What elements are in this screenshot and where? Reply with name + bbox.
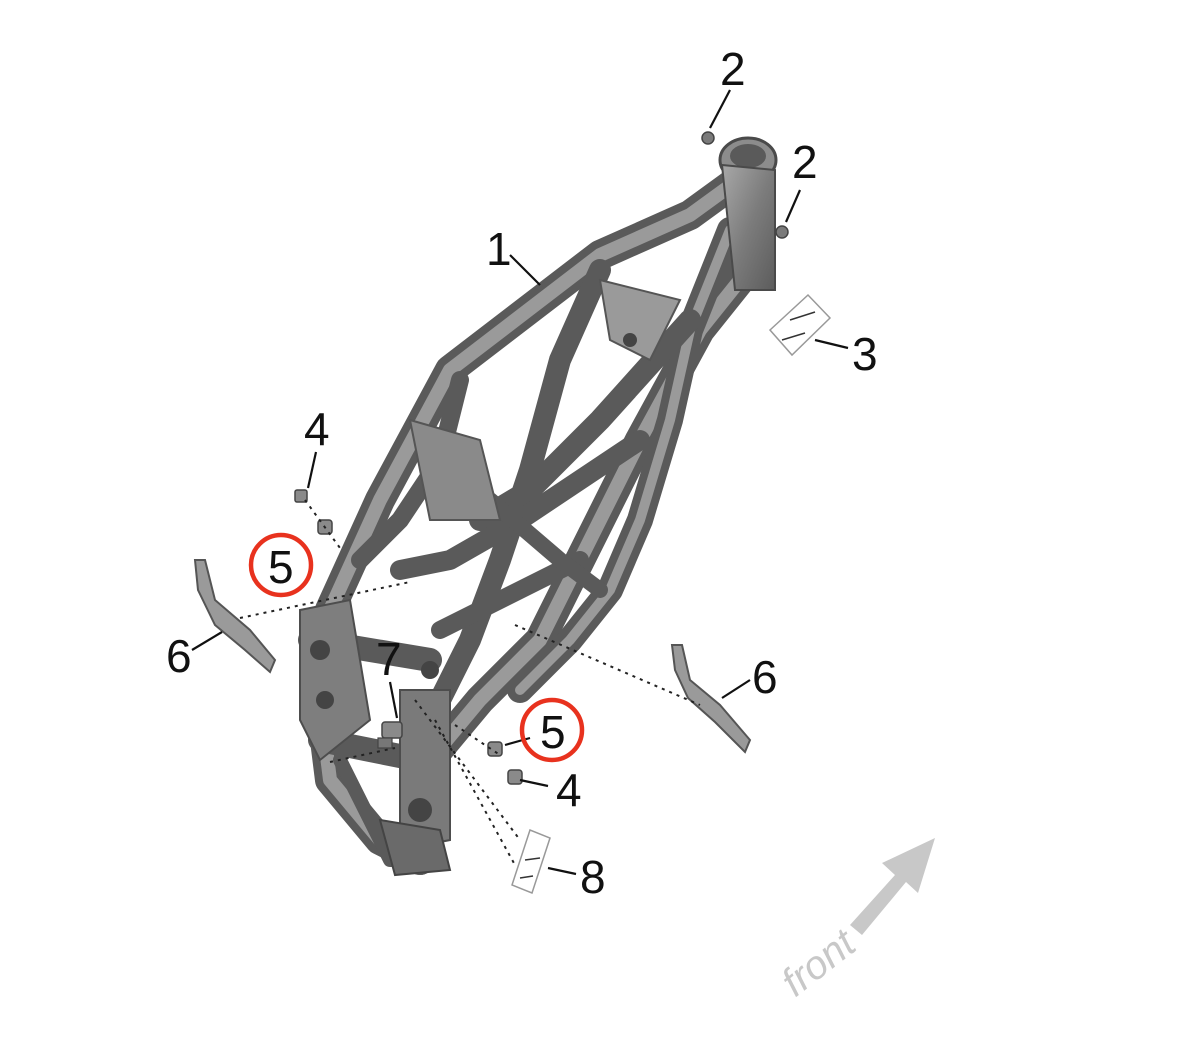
callout-4-left: 4: [304, 403, 330, 455]
callout-2-right: 2: [792, 136, 818, 188]
callout-7: 7: [376, 633, 402, 685]
callout-4-right: 4: [556, 764, 582, 816]
label-sticker-part-3: [768, 293, 832, 357]
callout-6-left: 6: [166, 630, 192, 682]
bolt-part-2-right: [775, 225, 789, 239]
callout-labels: 2 2 1 3 4 5 6 7 6 5 4 8: [166, 43, 878, 903]
callout-5-left: 5: [268, 541, 294, 593]
highlight-circle-5-left: [248, 532, 314, 598]
bolt-part-7: [377, 721, 403, 749]
washer-part-5-right: [487, 741, 503, 757]
highlight-circles: [248, 532, 585, 763]
leader-lines: [191, 89, 849, 876]
nut-part-4-right: [507, 769, 523, 785]
label-sticker-part-8: [511, 829, 551, 894]
assembly-lines: [239, 499, 701, 866]
motorcycle-frame: [298, 136, 778, 877]
nut-part-4-left: [294, 489, 308, 503]
highlight-circle-5-right: [519, 697, 585, 763]
front-label: front: [773, 920, 865, 1005]
bolt-part-2-top: [701, 131, 715, 145]
callout-1: 1: [486, 223, 512, 275]
front-arrow-icon: [850, 838, 935, 935]
callout-2-top: 2: [720, 43, 746, 95]
callout-6-right: 6: [752, 651, 778, 703]
callout-3: 3: [852, 328, 878, 380]
front-direction-indicator: front: [773, 838, 935, 1005]
callout-5-right: 5: [540, 706, 566, 758]
callout-8: 8: [580, 851, 606, 903]
bracket-part-6-left: [193, 559, 277, 674]
bracket-part-6-right: [670, 644, 752, 754]
